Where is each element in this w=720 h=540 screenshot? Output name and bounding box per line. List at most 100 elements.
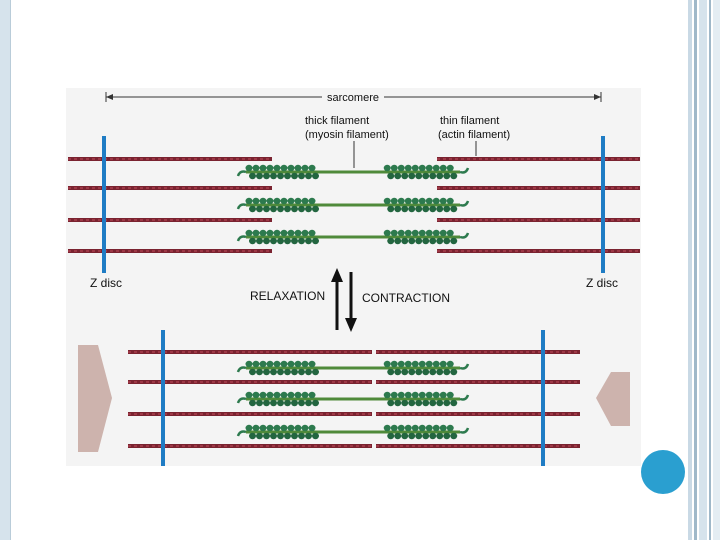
myosin-head	[308, 391, 316, 399]
myosin-head	[312, 432, 319, 440]
myosin-head	[425, 197, 433, 205]
myosin-head	[432, 229, 440, 237]
myosin-head	[298, 237, 305, 245]
myosin-head	[439, 360, 447, 368]
myosin-head	[425, 360, 433, 368]
myosin-head	[383, 197, 391, 205]
myosin-head	[432, 424, 440, 432]
myosin-head	[429, 237, 437, 245]
myosin-head	[422, 368, 430, 376]
myosin-tail	[459, 232, 470, 239]
myosin-head	[291, 205, 298, 213]
myosin-head	[294, 164, 302, 172]
myosin-head	[387, 368, 395, 376]
myosin-head	[291, 432, 298, 440]
myosin-head	[305, 399, 312, 407]
myosin-head	[245, 360, 253, 368]
myosin-tail	[236, 170, 247, 177]
myosin-head	[450, 172, 458, 180]
myosin-head	[263, 399, 270, 407]
myosin-head	[446, 360, 454, 368]
myosin-head	[387, 172, 395, 180]
myosin-head	[273, 424, 281, 432]
myosin-head	[397, 197, 405, 205]
myosin-head	[411, 391, 419, 399]
myosin-head	[312, 172, 319, 180]
myosin-head	[291, 237, 298, 245]
myosin-head	[284, 205, 291, 213]
myosin-head	[256, 432, 263, 440]
myosin-head	[408, 205, 416, 213]
myosin-head	[277, 172, 284, 180]
myosin-head	[305, 205, 312, 213]
myosin-head	[301, 360, 309, 368]
myosin-head	[436, 205, 444, 213]
myosin-head	[270, 205, 277, 213]
myosin-head	[308, 360, 316, 368]
myosin-head	[305, 237, 312, 245]
myosin-head	[280, 424, 288, 432]
myosin-head	[443, 399, 451, 407]
myosin-head	[301, 164, 309, 172]
myosin-head	[245, 229, 253, 237]
myosin-head	[273, 197, 281, 205]
relaxation-label: RELAXATION	[250, 289, 325, 303]
myosin-head	[415, 205, 423, 213]
myosin-head	[387, 432, 395, 440]
myosin-head	[401, 432, 409, 440]
myosin-head	[422, 172, 430, 180]
myosin-head	[401, 399, 409, 407]
myosin-head	[436, 172, 444, 180]
myosin-head	[436, 432, 444, 440]
myosin-head	[273, 164, 281, 172]
myosin-head	[263, 368, 270, 376]
myosin-head	[291, 172, 298, 180]
myosin-head	[394, 172, 402, 180]
sarcomere-dimension: sarcomere	[105, 92, 602, 104]
myosin-head	[277, 237, 284, 245]
myosin-head	[436, 368, 444, 376]
myosin-head	[425, 391, 433, 399]
myosin-head	[397, 424, 405, 432]
left-push-arrow	[78, 345, 112, 452]
myosin-head	[266, 391, 274, 399]
myosin-head	[259, 229, 267, 237]
filaments-layer	[68, 136, 640, 466]
myosin-head	[259, 424, 267, 432]
myosin-head	[308, 229, 316, 237]
myosin-head	[415, 432, 423, 440]
myosin-head	[394, 237, 402, 245]
myosin-head	[305, 172, 312, 180]
myosin-head	[404, 229, 412, 237]
myosin-head	[252, 197, 260, 205]
myosin-head	[270, 399, 277, 407]
myosin-head	[394, 205, 402, 213]
myosin-head	[432, 391, 440, 399]
myosin-head	[418, 229, 426, 237]
myosin-head	[397, 391, 405, 399]
myosin-head	[404, 360, 412, 368]
sarcomere-label: sarcomere	[327, 92, 379, 104]
myosin-head	[308, 424, 316, 432]
myosin-head	[305, 368, 312, 376]
myosin-head	[263, 205, 270, 213]
myosin-head	[446, 164, 454, 172]
myosin-head	[312, 399, 319, 407]
myosin-head	[287, 360, 295, 368]
myosin-head	[394, 432, 402, 440]
myosin-head	[308, 197, 316, 205]
myosin-head	[298, 368, 305, 376]
myosin-head	[429, 399, 437, 407]
myosin-head	[266, 360, 274, 368]
myosin-head	[443, 368, 451, 376]
myosin-head	[252, 391, 260, 399]
myosin-head	[390, 391, 398, 399]
myosin-head	[312, 237, 319, 245]
myosin-head	[408, 237, 416, 245]
myosin-head	[401, 237, 409, 245]
myosin-head	[436, 237, 444, 245]
myosin-head	[418, 391, 426, 399]
myosin-head	[446, 197, 454, 205]
myosin-head	[256, 237, 263, 245]
myosin-head	[425, 164, 433, 172]
